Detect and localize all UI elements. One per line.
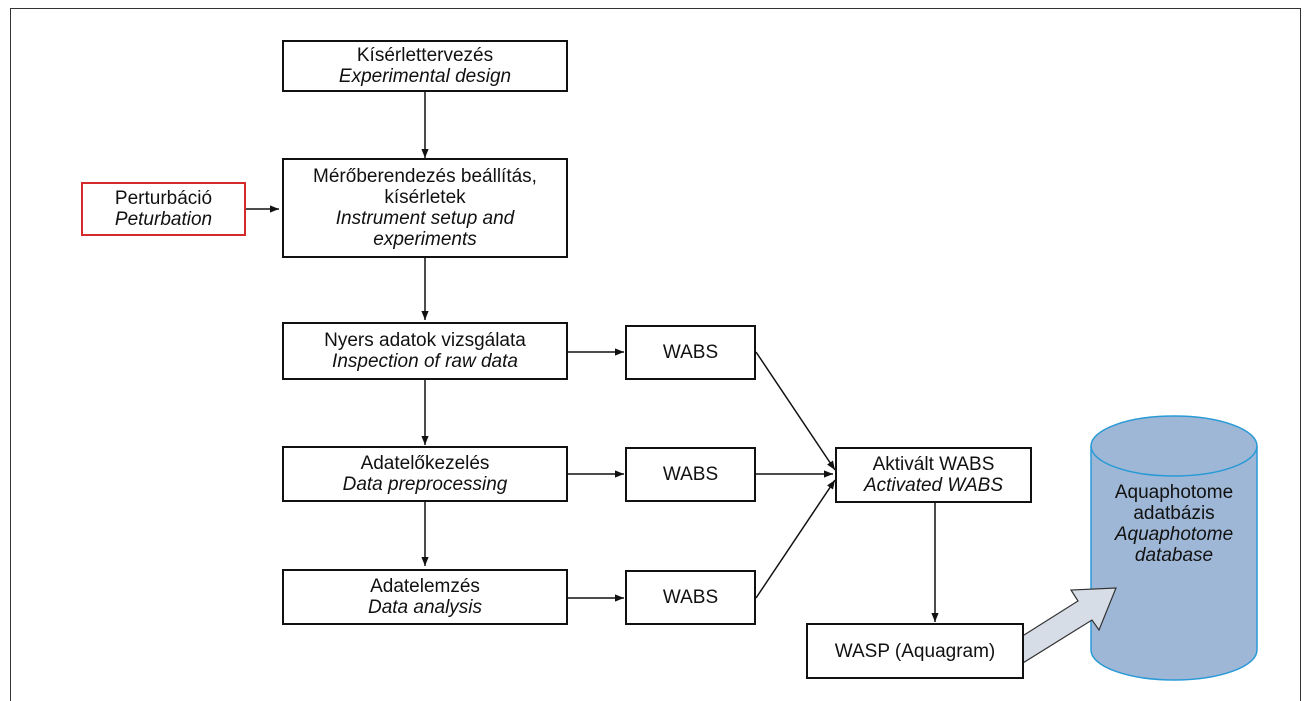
node-label: Mérőberendezés beállítás, — [313, 166, 537, 187]
node-label: WABS — [662, 342, 719, 363]
node-label: Perturbáció — [114, 188, 213, 209]
node-perturbation: Perturbáció Peturbation — [81, 182, 246, 236]
node-label: Aktivált WABS — [872, 454, 995, 475]
node-label: adatbázis — [1133, 503, 1215, 524]
figure-frame — [10, 8, 1301, 701]
node-raw-data-inspection: Nyers adatok vizsgálata Inspection of ra… — [282, 322, 568, 380]
arrow-wabs1-to-activated — [755, 351, 836, 471]
node-label-en: Activated WABS — [863, 475, 1004, 496]
node-label: Adatelemzés — [370, 576, 480, 597]
database-label: Aquaphotome adatbázis Aquaphotome databa… — [1091, 482, 1257, 566]
node-label: WABS — [662, 464, 719, 485]
node-label: Kísérlettervezés — [356, 45, 494, 66]
node-data-analysis: Adatelemzés Data analysis — [282, 569, 568, 625]
node-activated-wabs: Aktivált WABS Activated WABS — [835, 447, 1032, 503]
node-wabs-analysis: WABS — [625, 570, 756, 625]
node-label-en: Inspection of raw data — [332, 351, 518, 372]
node-label: WASP (Aquagram) — [834, 640, 996, 662]
node-instrument-setup: Mérőberendezés beállítás, kísérletek Ins… — [282, 158, 568, 258]
node-label-en: Aquaphotome — [1114, 524, 1234, 545]
node-wabs-raw: WABS — [625, 325, 756, 380]
node-label-en: Data analysis — [367, 597, 483, 618]
node-experimental-design: Kísérlettervezés Experimental design — [282, 40, 568, 92]
database-cylinder — [1090, 415, 1258, 681]
node-label: Aquaphotome — [1114, 482, 1234, 503]
node-label-en: Peturbation — [114, 209, 213, 230]
node-label-en: Experimental design — [338, 66, 512, 87]
node-label: Nyers adatok vizsgálata — [324, 330, 526, 351]
node-label: kísérletek — [384, 187, 466, 208]
node-label: WABS — [662, 587, 719, 608]
node-wabs-preprocessing: WABS — [625, 447, 756, 502]
node-label-en: Data preprocessing — [342, 474, 508, 495]
node-label-en: Instrument setup and — [335, 208, 515, 229]
node-label-en: database — [1134, 545, 1214, 566]
node-label: Adatelőkezelés — [360, 453, 490, 474]
node-label-en: experiments — [373, 229, 477, 250]
node-data-preprocessing: Adatelőkezelés Data preprocessing — [282, 446, 568, 502]
node-wasp-aquagram: WASP (Aquagram) — [806, 623, 1024, 679]
arrow-wabs3-to-activated — [755, 479, 836, 599]
